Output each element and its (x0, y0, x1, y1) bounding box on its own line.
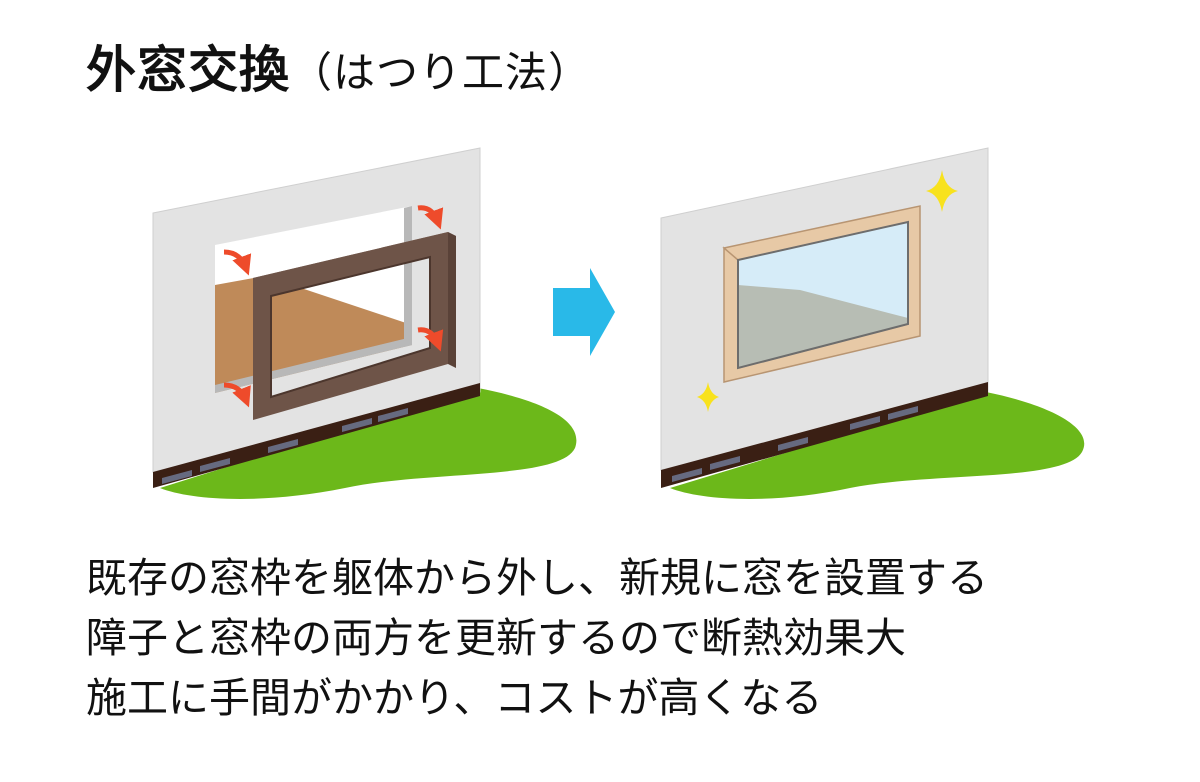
sparkle-icon (697, 170, 958, 412)
opening-jamb (404, 206, 412, 347)
removal-arrows (223, 205, 444, 408)
before-grass (160, 388, 577, 499)
before-foundation (153, 383, 480, 488)
step-arrow-icon (553, 268, 615, 356)
caption-line-3: 施工に手間がかかり、コストが高くなる (86, 674, 823, 722)
caption-line-1: 既存の窓枠を躯体から外し、新規に窓を設置する (86, 554, 988, 602)
after-foundation (661, 382, 988, 488)
caption-line-2: 障子と窓枠の両方を更新するので断熱効果大 (86, 614, 906, 662)
before-panel (152, 147, 577, 499)
new-window-reflection (738, 285, 908, 368)
page-title: 外窓交換（はつり工法） (86, 38, 591, 105)
after-grass (670, 392, 1085, 499)
before-vents (162, 408, 408, 484)
after-panel (660, 147, 1085, 499)
title-main: 外窓交換 (86, 41, 290, 99)
new-window (722, 205, 921, 383)
title-sub: （はつり工法） (290, 48, 592, 97)
caption: 既存の窓枠を躯体から外し、新規に窓を設置する 障子と窓枠の両方を更新するので断熱… (86, 548, 988, 728)
after-vents (672, 406, 918, 482)
